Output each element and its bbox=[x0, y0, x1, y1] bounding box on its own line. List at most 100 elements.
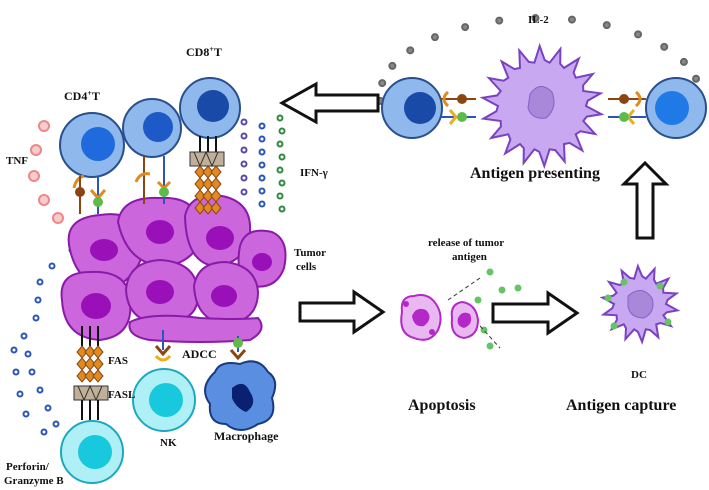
perforin-dot bbox=[24, 350, 32, 358]
tnf-dots bbox=[28, 120, 64, 224]
il2-cytokine-dots bbox=[376, 14, 701, 105]
perforin-dot bbox=[32, 314, 40, 322]
il2-dot bbox=[388, 61, 397, 70]
ifn-dot bbox=[258, 161, 266, 169]
receptor-diamond bbox=[92, 369, 104, 383]
antigen-presenting-label: Antigen presenting bbox=[470, 165, 600, 182]
il2-dot bbox=[406, 46, 415, 55]
il2-label: IL-2 bbox=[528, 14, 549, 26]
tcr-receptor bbox=[134, 156, 172, 204]
il2-dot bbox=[531, 14, 540, 23]
perforin-dot bbox=[34, 296, 42, 304]
perforin-dot bbox=[36, 386, 44, 394]
perforin-label-line2: Granzyme B bbox=[4, 475, 64, 487]
ifn-dot bbox=[276, 140, 284, 148]
tnf-dot bbox=[28, 170, 40, 182]
il2-dot bbox=[679, 57, 688, 66]
tnf-label: TNF bbox=[6, 155, 28, 167]
tcr-receptor bbox=[72, 174, 107, 214]
nk-label: NK bbox=[160, 437, 177, 449]
dendritic-cell-presenting bbox=[479, 42, 605, 170]
cytotoxic-t-cell bbox=[60, 420, 124, 484]
ifn-dot bbox=[276, 192, 284, 200]
receptor-diamond bbox=[84, 369, 96, 383]
antigen-capture-label: Antigen capture bbox=[566, 397, 676, 414]
ifn-dot bbox=[240, 174, 248, 182]
il2-dot bbox=[660, 42, 669, 51]
perforin-granzyme-dots bbox=[10, 246, 76, 436]
perforin-dot bbox=[20, 332, 28, 340]
il2-dot bbox=[430, 33, 439, 42]
arrow-right-to-antigen-capture bbox=[491, 290, 580, 336]
il2-dot bbox=[602, 21, 611, 30]
release-label-line1: release of tumor bbox=[428, 237, 504, 249]
perforin-dot bbox=[16, 390, 24, 398]
tumor-cell bbox=[128, 314, 263, 343]
apoptotic-cells bbox=[400, 277, 501, 349]
tumor-nucleus bbox=[211, 285, 237, 307]
antigen-dot bbox=[498, 286, 506, 294]
ifn-dot bbox=[240, 188, 248, 196]
t-cell-middle bbox=[122, 98, 182, 158]
receptor-diamond bbox=[210, 177, 222, 191]
ifn-dot bbox=[258, 187, 266, 195]
apoptosis-label: Apoptosis bbox=[408, 397, 476, 414]
il2-dot bbox=[692, 74, 701, 83]
receptor-diamond bbox=[210, 201, 222, 215]
receptor-diamond bbox=[92, 357, 104, 371]
fas-fasl-complex bbox=[73, 326, 109, 420]
ifn-dot bbox=[258, 148, 266, 156]
perforin-dot bbox=[12, 368, 20, 376]
perforin-dot bbox=[52, 420, 60, 428]
ifn-dot bbox=[278, 179, 286, 187]
tnf-dot bbox=[38, 120, 50, 132]
release-label-line2: antigen bbox=[452, 251, 487, 263]
tumor-nucleus bbox=[206, 226, 234, 250]
immune-synapse-right bbox=[608, 90, 646, 125]
ifn-dot bbox=[258, 122, 266, 130]
tumor-cells-label-line2: cells bbox=[296, 261, 317, 273]
ifn-dot bbox=[240, 118, 248, 126]
macrophage-cell bbox=[204, 336, 277, 431]
il2-dot bbox=[634, 30, 643, 39]
ifn-dot bbox=[240, 132, 248, 140]
perforin-dot bbox=[22, 410, 30, 418]
ifn-dot bbox=[240, 146, 248, 154]
adcc-label: ADCC bbox=[182, 347, 217, 361]
ifn-dot bbox=[258, 200, 266, 208]
antigen-dot bbox=[486, 268, 494, 276]
il2-dot bbox=[495, 16, 504, 25]
receptor-diamond bbox=[76, 369, 88, 383]
tnf-dot bbox=[52, 212, 64, 224]
dendritic-cell-capture bbox=[599, 263, 681, 345]
cd4-t-label: CD4+T bbox=[64, 89, 100, 103]
receptor-diamond bbox=[92, 345, 104, 359]
cd8-t-label: CD8+T bbox=[186, 45, 222, 59]
perforin-label-line1: Perforin/ bbox=[6, 461, 50, 473]
ifn-gamma-label: IFN-γ bbox=[300, 167, 328, 179]
t-cell-top-left bbox=[381, 77, 443, 139]
perforin-dot bbox=[44, 404, 52, 412]
tumor-nucleus bbox=[90, 239, 118, 261]
tumor-cells-label-line1: Tumor bbox=[294, 247, 326, 259]
tnf-dot bbox=[30, 144, 42, 156]
cd4-t-cell bbox=[59, 112, 125, 178]
ifn-dot bbox=[258, 135, 266, 143]
tumor-nucleus bbox=[81, 293, 111, 319]
perforin-dot bbox=[10, 346, 18, 354]
t-cell-top-right bbox=[645, 77, 707, 139]
ifn-dot bbox=[278, 127, 286, 135]
ifn-dot bbox=[278, 153, 286, 161]
ifn-dot bbox=[278, 205, 286, 213]
receptor-diamond bbox=[194, 201, 206, 215]
antigen-dot bbox=[486, 342, 494, 350]
nk-cell bbox=[132, 330, 196, 432]
il2-dot bbox=[461, 23, 470, 32]
arrow-up-to-antigen-presenting bbox=[620, 160, 670, 240]
perforin-dot bbox=[40, 428, 48, 436]
antigen-dot bbox=[514, 284, 522, 292]
receptor-diamond bbox=[202, 201, 214, 215]
tumor-nucleus bbox=[146, 280, 174, 304]
tumor-cell-cluster bbox=[60, 194, 287, 343]
